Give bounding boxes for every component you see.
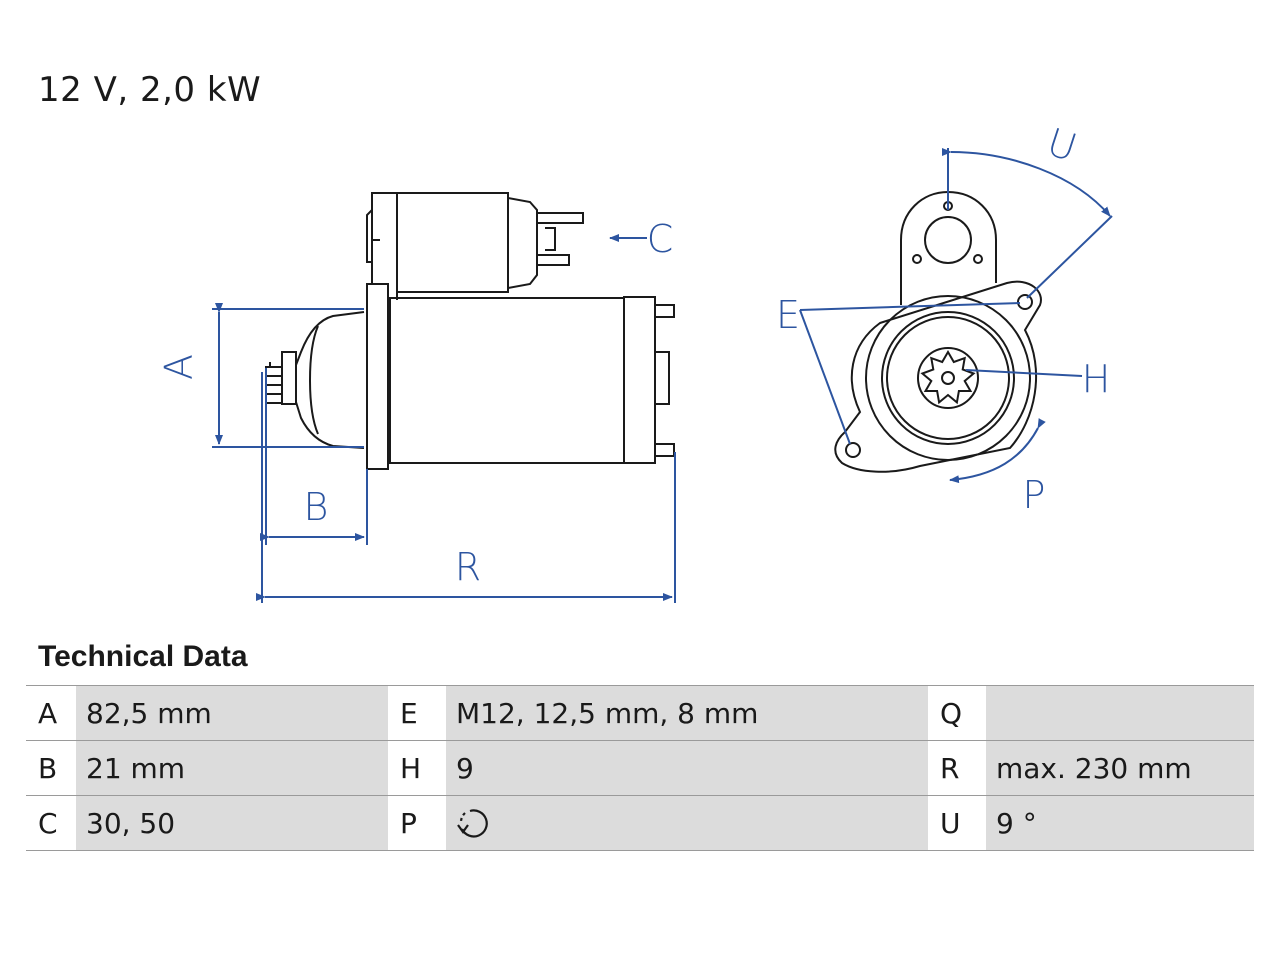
housing-outer-ring <box>865 295 1031 461</box>
spec-value-r: max. 230 mm <box>986 740 1254 796</box>
solenoid-body <box>396 192 509 293</box>
pointer-h <box>965 369 1083 377</box>
spec-key-u: U <box>928 795 986 851</box>
spec-value-c: 30, 50 <box>76 795 388 851</box>
housing-inner-ring <box>886 316 1010 440</box>
spec-key-h: H <box>388 740 446 796</box>
spec-key-p: P <box>388 795 446 851</box>
spec-value-u: 9 ° <box>986 795 1254 851</box>
solenoid-terminal-top <box>536 212 584 224</box>
pointer-e-bottom <box>799 309 851 445</box>
front-annotations <box>799 147 1113 484</box>
spec-key-q: Q <box>928 685 986 741</box>
motor-housing <box>389 297 625 464</box>
flange-bolt-hole-bottom <box>845 442 861 458</box>
spec-value-q <box>986 685 1254 741</box>
pointer-e-top <box>799 302 1021 311</box>
spec-value-h: 9 <box>446 740 928 796</box>
pinion-star <box>920 350 976 405</box>
front-view <box>834 190 1042 473</box>
starter-motor-drawing: A B R C U E H P <box>157 120 1113 603</box>
dim-label-e: E <box>776 293 800 337</box>
dim-label-r: R <box>455 545 481 589</box>
dim-label-c: C <box>647 217 674 261</box>
side-view <box>265 192 675 470</box>
solenoid-rear-bracket <box>366 192 397 285</box>
dim-label-b: B <box>304 485 329 529</box>
table-row: C 30, 50 P U 9 ° <box>26 795 1254 851</box>
technical-data-table: A 82,5 mm E M12, 12,5 mm, 8 mm Q B 21 mm… <box>26 685 1254 851</box>
front-flange <box>834 280 1042 473</box>
flange-bolt-hole-top <box>1017 294 1033 310</box>
solenoid-terminal-bottom <box>536 254 570 266</box>
technical-data-heading: Technical Data <box>38 640 248 673</box>
drive-end-housing <box>295 311 365 449</box>
mounting-flange <box>366 283 389 470</box>
lug-hole <box>924 216 972 264</box>
dim-label-p: P <box>1023 473 1046 517</box>
spec-value-a: 82,5 mm <box>76 685 388 741</box>
housing-ring <box>881 311 1015 445</box>
dim-label-a: A <box>157 354 201 380</box>
spec-key-a: A <box>26 685 76 741</box>
pinion-bore <box>917 347 979 409</box>
spec-key-e: E <box>388 685 446 741</box>
table-row: A 82,5 mm E M12, 12,5 mm, 8 mm Q <box>26 685 1254 741</box>
side-dimensions <box>212 234 676 603</box>
rotation-p-arc <box>949 418 1046 484</box>
angle-u-ray <box>1026 215 1113 299</box>
end-cap-terminal <box>654 351 670 405</box>
spec-value-b: 21 mm <box>76 740 388 796</box>
solenoid-terminal-stud <box>545 227 556 251</box>
solenoid-cap <box>507 197 538 289</box>
pinion-collar <box>281 351 297 405</box>
spec-key-r: R <box>928 740 986 796</box>
lug-screw-right <box>973 254 983 264</box>
clockwise-rotation-icon <box>457 809 488 838</box>
spec-key-c: C <box>26 795 76 851</box>
pinion-center <box>941 371 955 385</box>
spec-value-e: M12, 12,5 mm, 8 mm <box>446 685 928 741</box>
end-cap <box>623 296 656 464</box>
table-row: B 21 mm H 9 R max. 230 mm <box>26 740 1254 796</box>
end-cap-bolt-top <box>654 304 675 318</box>
dim-label-u: U <box>1042 120 1082 170</box>
dim-label-h: H <box>1082 357 1111 401</box>
drive-end-contour <box>308 325 319 435</box>
angle-u-arc <box>941 147 1111 217</box>
spec-title: 12 V, 2,0 kW <box>38 70 262 110</box>
end-cap-bolt-bottom <box>654 443 675 457</box>
spec-value-p <box>446 795 928 851</box>
spec-key-b: B <box>26 740 76 796</box>
lug-screw-left <box>912 254 922 264</box>
